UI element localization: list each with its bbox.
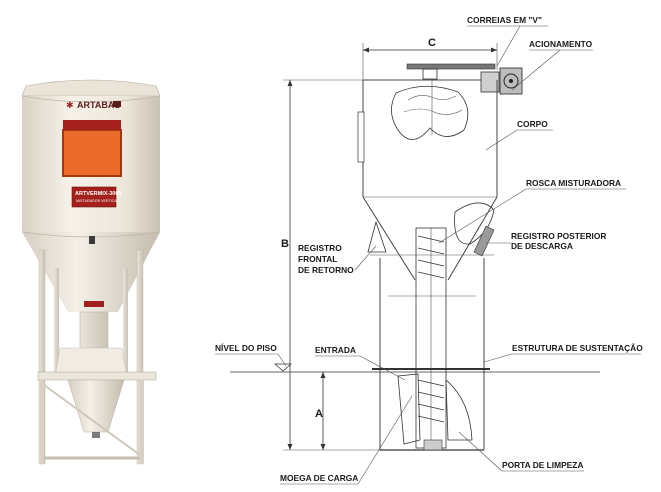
warning-label	[84, 301, 104, 307]
product-plate: ARTVERMIX-3000 MISTURADOR VERTICAL	[71, 186, 121, 208]
mixer-photo: ✱ ARTABAS ARTVERMIX-3000 MISTURADOR VERT…	[21, 79, 161, 465]
svg-text:B: B	[281, 238, 289, 250]
label-estrutura: ESTRUTURA DE SUSTENTAÇÃO	[512, 343, 643, 353]
label-nivel-piso: NÍVEL DO PISO	[215, 342, 277, 353]
label-registro-frontal: REGISTRO	[298, 243, 342, 253]
svg-text:MISTURADOR VERTICAL: MISTURADOR VERTICAL	[76, 199, 119, 203]
brand-logo: ✱ ARTABAS	[66, 100, 121, 111]
svg-text:ARTABAS: ARTABAS	[77, 100, 120, 110]
label-moega: MOEGA DE CARGA	[280, 473, 358, 483]
label-acionamento: ACIONAMENTO	[529, 39, 593, 49]
svg-text:✱: ✱	[66, 101, 74, 111]
dimension-b: B	[281, 79, 380, 451]
label-registro-posterior-line2: DE DESCARGA	[511, 241, 573, 251]
inspection-window	[62, 129, 122, 177]
callouts: CORREIAS EM "V" ACIONAMENTO CORPO ROSCA …	[215, 15, 643, 485]
technical-drawing: C B A	[230, 37, 600, 451]
label-porta: PORTA DE LIMPEZA	[502, 460, 583, 470]
motor-icon	[499, 67, 523, 95]
dimension-c: C	[362, 37, 498, 80]
label-corpo: CORPO	[517, 119, 548, 129]
svg-text:C: C	[428, 37, 436, 49]
label-entrada: ENTRADA	[315, 345, 356, 355]
label-correias: CORREIAS EM "V"	[467, 15, 542, 25]
label-rosca: ROSCA MISTURADORA	[526, 178, 621, 188]
svg-text:ARTVERMIX-3000: ARTVERMIX-3000	[75, 191, 121, 197]
svg-text:A: A	[315, 408, 323, 420]
label-registro-frontal-line3: DE RETORNO	[298, 265, 354, 275]
dimension-a: A	[315, 372, 326, 450]
label-registro-posterior: REGISTRO POSTERIOR	[511, 231, 606, 241]
label-registro-frontal-line2: FRONTAL	[298, 254, 337, 264]
